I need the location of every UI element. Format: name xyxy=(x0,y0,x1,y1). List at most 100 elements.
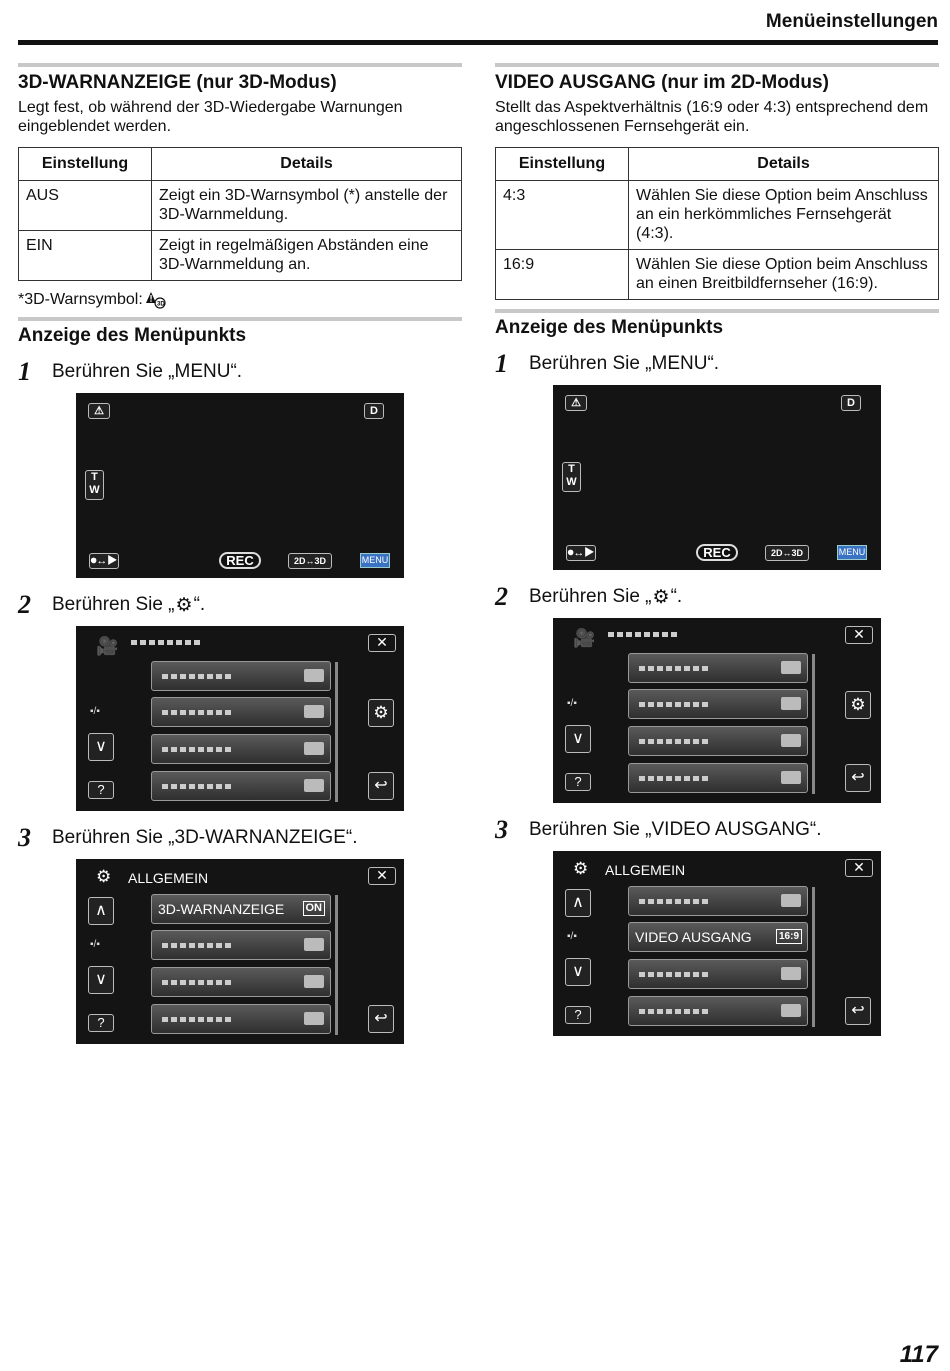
list-item[interactable] xyxy=(151,930,331,960)
item-tag xyxy=(781,1004,801,1017)
scrollbar[interactable] xyxy=(335,895,338,1035)
list-item[interactable] xyxy=(151,1004,331,1034)
menu-button[interactable]: MENU xyxy=(837,545,867,560)
page-number: 117 xyxy=(899,1341,938,1368)
item-tag xyxy=(304,975,324,988)
mode-indicator-icon: ▪/▪ xyxy=(567,698,577,709)
section-title: 3D-WARNANZEIGE (nur 3D-Modus) xyxy=(18,72,337,93)
list-item[interactable] xyxy=(151,734,331,764)
3d-warning-icon: 3D xyxy=(145,292,166,309)
item-placeholder xyxy=(639,899,709,904)
step-3: 3 Berühren Sie „3D-WARNANZEIGE“. xyxy=(18,823,462,853)
item-tag xyxy=(781,661,801,674)
playback-mode-icon[interactable]: ⏺↔▶ xyxy=(89,553,119,569)
step-text: Berühren Sie „ xyxy=(52,594,175,615)
display-title: Anzeige des Menüpunkts xyxy=(18,325,247,346)
item-tag xyxy=(304,1012,324,1025)
list-item[interactable] xyxy=(628,763,808,793)
d-button[interactable]: D xyxy=(364,403,384,419)
help-button[interactable]: ? xyxy=(565,773,591,791)
list-item[interactable] xyxy=(628,689,808,719)
scrollbar[interactable] xyxy=(335,662,338,802)
close-icon[interactable]: ✕ xyxy=(368,634,396,652)
item-placeholder xyxy=(639,776,709,781)
scroll-up-button[interactable]: ∧ xyxy=(88,897,114,925)
menu-header: ALLGEMEIN xyxy=(128,870,209,886)
mode-indicator-icon: ▪/▪ xyxy=(567,931,577,942)
scroll-up-button[interactable]: ∧ xyxy=(565,889,591,917)
step-number: 2 xyxy=(18,590,31,619)
step-number: 3 xyxy=(495,815,508,844)
item-placeholder xyxy=(162,674,232,679)
menu-button[interactable]: MENU xyxy=(360,553,390,568)
step-number: 3 xyxy=(18,823,31,852)
rec-button[interactable]: REC xyxy=(219,552,261,569)
scroll-down-button[interactable]: ∨ xyxy=(565,958,591,986)
list-item[interactable] xyxy=(628,886,808,916)
warning-icon[interactable]: ⚠ xyxy=(565,395,587,411)
list-item[interactable] xyxy=(628,653,808,683)
back-button[interactable]: ↩ xyxy=(368,772,394,800)
gear-icon: ⚙ xyxy=(175,594,193,616)
gear-button[interactable]: ⚙ xyxy=(845,691,871,719)
step-text: Berühren Sie „3D-WARNANZEIGE“. xyxy=(52,827,358,848)
table-cell: Wählen Sie diese Option beim Anschluss a… xyxy=(628,180,939,250)
help-button[interactable]: ? xyxy=(565,1006,591,1024)
list-item[interactable] xyxy=(151,661,331,691)
section-description: Stellt das Aspektverhältnis (16:9 oder 4… xyxy=(495,99,929,135)
table-header: Details xyxy=(628,147,939,181)
close-icon[interactable]: ✕ xyxy=(845,626,873,644)
list-item[interactable] xyxy=(628,726,808,756)
table-cell: Wählen Sie diese Option beim Anschluss a… xyxy=(628,249,939,300)
2d-3d-button[interactable]: 2D↔3D xyxy=(765,545,809,561)
list-item[interactable] xyxy=(628,959,808,989)
gear-button[interactable]: ⚙ xyxy=(368,699,394,727)
scrollbar[interactable] xyxy=(812,654,815,794)
back-button[interactable]: ↩ xyxy=(368,1005,394,1033)
section-rule xyxy=(495,309,939,313)
2d-3d-button[interactable]: 2D↔3D xyxy=(288,553,332,569)
rec-button[interactable]: REC xyxy=(696,544,738,561)
item-placeholder xyxy=(639,1009,709,1014)
camera-screen-submenu: 🎥 ✕ ▪/▪ ∨ ? ⚙ ↩ xyxy=(76,626,404,811)
note-text: *3D-Warnsymbol: xyxy=(18,291,143,308)
item-tag xyxy=(781,771,801,784)
back-button[interactable]: ↩ xyxy=(845,997,871,1025)
gear-icon: ⚙ xyxy=(573,859,589,878)
d-button[interactable]: D xyxy=(841,395,861,411)
gear-icon: ⚙ xyxy=(96,867,112,886)
menu-header-placeholder xyxy=(608,632,678,637)
scroll-down-button[interactable]: ∨ xyxy=(88,966,114,994)
help-button[interactable]: ? xyxy=(88,781,114,799)
scroll-down-button[interactable]: ∨ xyxy=(565,725,591,753)
step-text-end: “. xyxy=(670,586,683,607)
item-tag xyxy=(304,705,324,718)
list-item[interactable] xyxy=(151,771,331,801)
help-button[interactable]: ? xyxy=(88,1014,114,1032)
list-item[interactable] xyxy=(151,967,331,997)
scroll-down-button[interactable]: ∨ xyxy=(88,733,114,761)
section-description: Legt fest, ob während der 3D-Wiedergabe … xyxy=(18,99,403,135)
close-icon[interactable]: ✕ xyxy=(845,859,873,877)
list-item[interactable] xyxy=(628,996,808,1026)
warning-icon[interactable]: ⚠ xyxy=(88,403,110,419)
back-button[interactable]: ↩ xyxy=(845,764,871,792)
spacer xyxy=(495,300,939,309)
close-icon[interactable]: ✕ xyxy=(368,867,396,885)
item-badge: ON xyxy=(302,901,325,916)
item-placeholder xyxy=(162,710,232,715)
playback-mode-icon[interactable]: ⏺↔▶ xyxy=(566,545,596,561)
table-header: Einstellung xyxy=(18,147,152,181)
scrollbar[interactable] xyxy=(812,887,815,1027)
table-cell: Zeigt ein 3D-Warnsymbol (*) anstelle der… xyxy=(151,180,462,231)
list-item[interactable] xyxy=(151,697,331,727)
table-cell: AUS xyxy=(18,180,152,231)
menu-header-placeholder xyxy=(131,640,201,645)
